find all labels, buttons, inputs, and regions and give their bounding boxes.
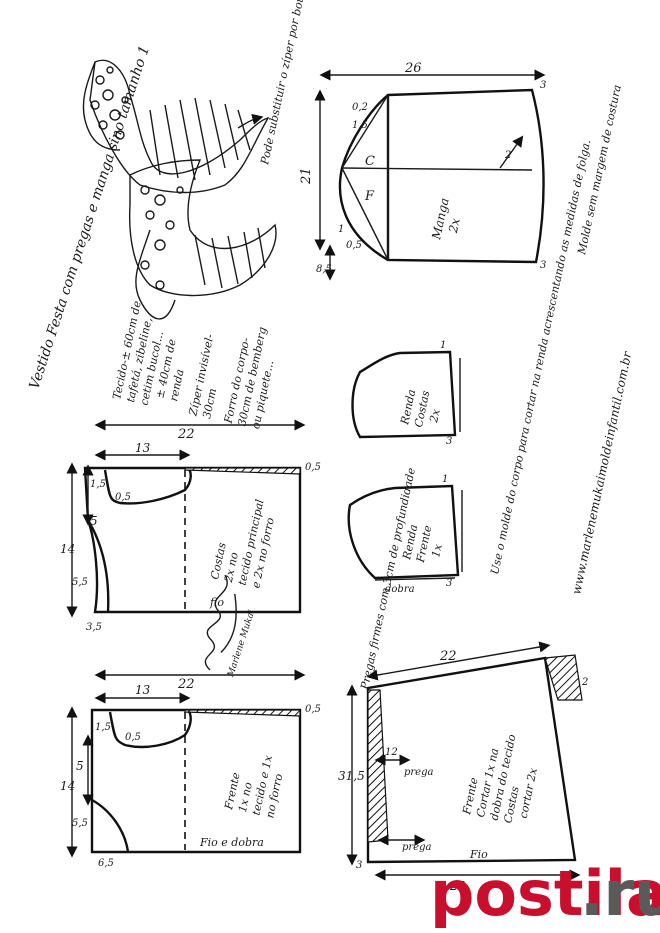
lace-note: Use o molde do corpo para cortar na rend… xyxy=(488,138,593,575)
dress-illustration xyxy=(82,59,277,320)
back-grain: fio xyxy=(209,596,224,609)
back-dim-025: 0,5 xyxy=(115,492,131,503)
front-dim-5-5: 5,5 xyxy=(72,818,88,829)
sleeve-qty: 2x xyxy=(446,217,463,235)
signature: Marlene Mukai xyxy=(204,574,257,680)
website: www.marlenemukaimoldeinfantil.com.br xyxy=(569,349,634,595)
front-grain: Fio e dobra xyxy=(199,836,264,849)
sleeve-dim-1: 1 xyxy=(338,224,344,235)
materials-list: Tecido-± 60cm de tafetá, zibeline, cetim… xyxy=(110,299,276,430)
skirt-grain: Fio xyxy=(469,848,488,861)
skirt-dim-2: 2 xyxy=(581,677,588,688)
front-dim-22: 22 xyxy=(177,677,195,692)
back-dim-5: 5 xyxy=(90,514,98,528)
watermark-part1: postila xyxy=(430,857,660,930)
materials-line: 30cm xyxy=(200,387,219,420)
front-dim-6-5: 6,5 xyxy=(98,858,114,869)
lace-texture-lower xyxy=(140,185,184,290)
front-label: 1x no xyxy=(236,781,255,814)
skirt-dim-22: 22 xyxy=(439,649,457,664)
sleeve-label-f: F xyxy=(364,189,375,204)
front-dim-1-5: 1,5 xyxy=(95,722,111,733)
front-dim-13: 13 xyxy=(135,683,151,697)
lace-front-dim-1: 1 xyxy=(442,474,448,485)
skirt-dim-31-5: 31,5 xyxy=(338,769,365,783)
lace-back-dim-1: 1 xyxy=(440,340,446,351)
back-dim-0-5: 0,5 xyxy=(305,462,321,473)
front-dim-0-5: 0,5 xyxy=(305,704,321,715)
back-dim-13: 13 xyxy=(135,441,151,455)
skirt-pleat-label: prega xyxy=(402,842,432,853)
sleeve-label-c: C xyxy=(365,154,375,169)
back-dim-1-5: 1,5 xyxy=(90,479,106,490)
lace-front-piece xyxy=(347,484,463,581)
front-bodice-pattern xyxy=(66,669,306,858)
sleeve-dim-3-bottom: 3 xyxy=(540,260,546,271)
lace-back-piece xyxy=(351,350,461,439)
sleeve-dim-0-5: 0,5 xyxy=(346,240,362,251)
back-dim-22: 22 xyxy=(177,427,195,442)
back-bodice-pattern xyxy=(66,419,306,618)
watermark: postila .ru xyxy=(430,857,660,930)
sleeve-dim-26: 26 xyxy=(404,61,422,76)
skirt-pattern xyxy=(346,641,583,881)
zipper-alt-note: Pode substituir o zíper por botões com a… xyxy=(258,0,325,167)
lace-front-dim-3: 3 xyxy=(446,578,452,589)
sleeve-dim-2: 2 xyxy=(504,150,511,161)
lace-front-qty: 1x xyxy=(429,542,445,558)
sleeve-dim-1-5: 1,5 xyxy=(352,120,368,131)
skirt-dim-25: 25 xyxy=(449,879,465,893)
front-dim-14: 14 xyxy=(60,779,75,793)
sleeve-dim-3-top: 3 xyxy=(540,80,546,91)
watermark-part2: .ru xyxy=(580,857,660,930)
sleeve-dim-8-5: 8,5 xyxy=(316,264,332,275)
sleeve-pattern xyxy=(314,69,546,281)
sleeve-dim-21: 21 xyxy=(299,167,314,185)
lace-back-qty: 2x xyxy=(427,407,443,424)
signature-text: Marlene Mukai xyxy=(226,609,257,680)
back-dim-3-5: 3,5 xyxy=(86,622,102,633)
lace-front-fold: dobra xyxy=(385,584,415,595)
lace-back-dim-3: 3 xyxy=(446,436,452,447)
back-dim-5-5: 5,5 xyxy=(72,577,88,588)
back-dim-14: 14 xyxy=(60,542,75,556)
sleeve-dim-0-2: 0,2 xyxy=(352,102,368,113)
skirt-dim-12: 12 xyxy=(385,747,398,758)
front-dim-5: 5 xyxy=(76,759,84,773)
skirt-dim-3: 3 xyxy=(356,860,362,871)
skirt-pleat-label: prega xyxy=(404,767,434,778)
back-label: 2x no xyxy=(222,551,241,585)
lace-texture-upper xyxy=(90,66,129,140)
front-dim-025: 0,5 xyxy=(125,732,141,743)
